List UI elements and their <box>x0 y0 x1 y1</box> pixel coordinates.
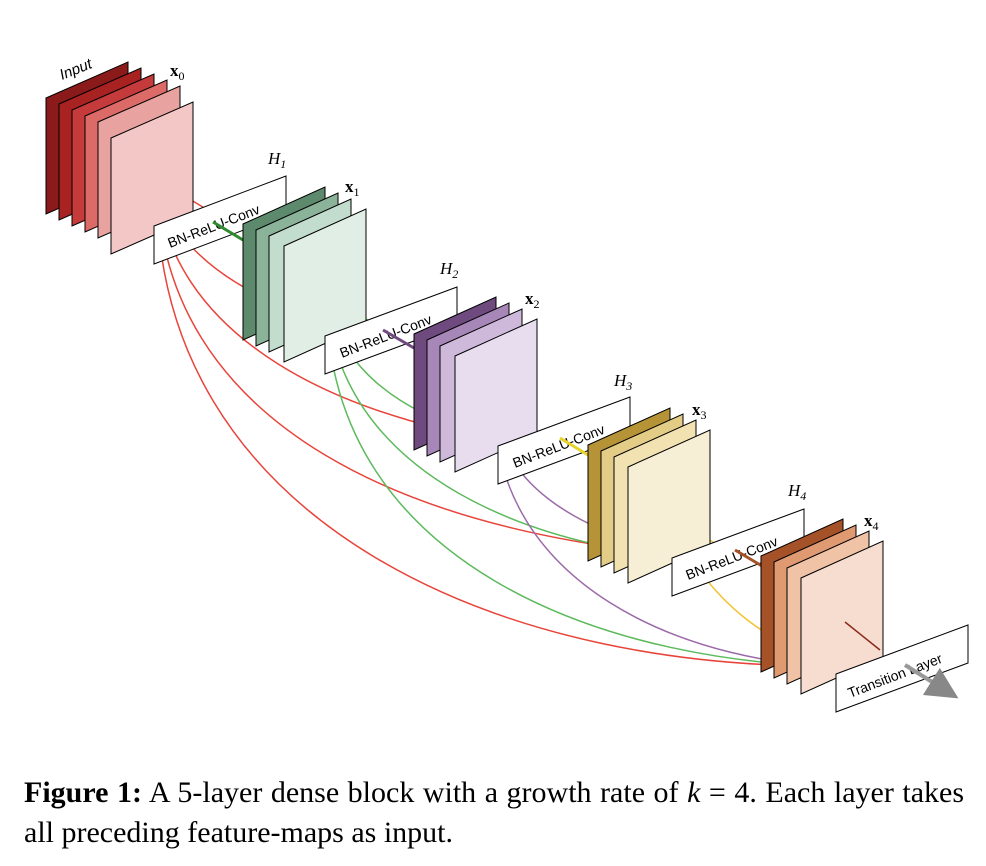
h2-label: H2 <box>439 259 458 281</box>
x0-label: x0 <box>170 61 185 83</box>
dense-block-diagram: Input x0 BN-ReLU-Conv H1 x1 BN-ReLU-Conv… <box>45 55 969 713</box>
h3-label: H3 <box>613 371 632 393</box>
figure-caption: Figure 1: A 5-layer dense block with a g… <box>24 773 964 853</box>
link-x0-trans <box>156 179 871 667</box>
feature-map-stack-x3 <box>587 407 711 584</box>
caption-eq: = <box>708 776 726 809</box>
x3-label: x3 <box>692 400 707 422</box>
feature-map-stack-x2 <box>413 296 538 473</box>
h1-label: H1 <box>267 149 286 171</box>
link-x1-trans <box>326 289 871 668</box>
x2-label: x2 <box>525 289 540 311</box>
caption-k-value: 4. <box>734 776 757 809</box>
caption-text-b: Each layer takes all preceding feature-m… <box>24 776 965 849</box>
feature-map-stack-x0 <box>45 61 194 255</box>
feature-map-stack-x4 <box>760 518 884 695</box>
caption-text-a: A 5-layer dense block with a growth rate… <box>148 776 679 809</box>
caption-k: k <box>687 776 701 809</box>
caption-label: Figure 1: <box>24 776 142 809</box>
h4-label: H4 <box>787 481 806 503</box>
x1-label: x1 <box>345 177 360 199</box>
x4-label: x4 <box>864 511 879 533</box>
feature-map-stack-x1 <box>242 186 367 363</box>
